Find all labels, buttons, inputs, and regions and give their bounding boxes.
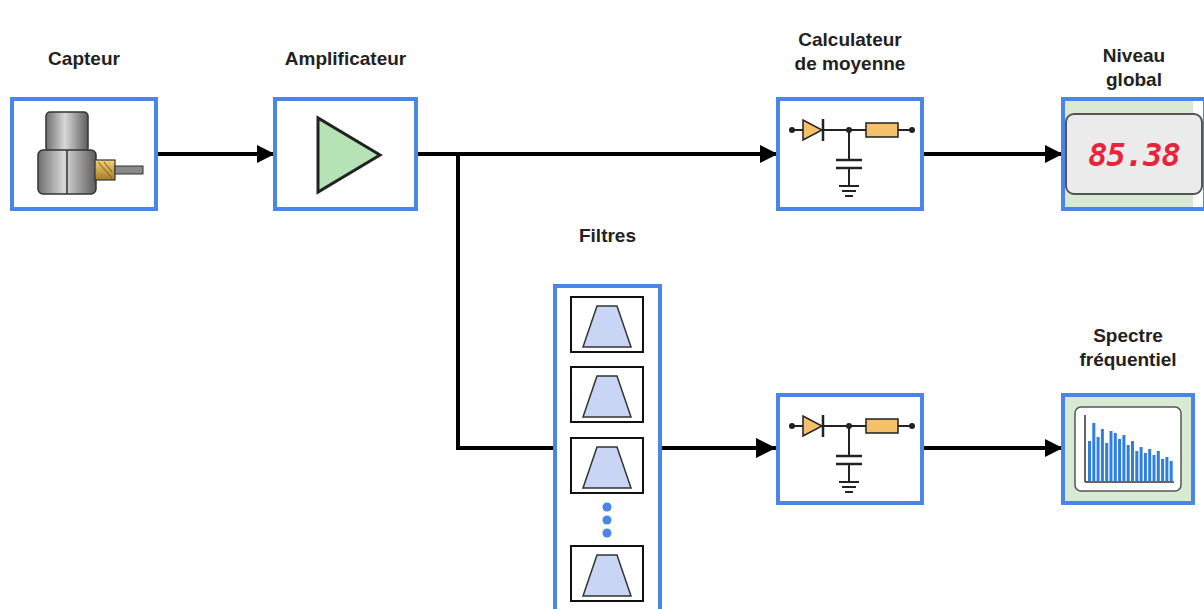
box-heading: Spectre fréquentiel bbox=[1063, 324, 1193, 372]
arrow-head bbox=[756, 438, 776, 458]
display-panel bbox=[1063, 395, 1193, 503]
filter-icon bbox=[571, 546, 643, 601]
spectrum-axis bbox=[1085, 481, 1174, 483]
spectrum-bars bbox=[1088, 423, 1173, 481]
digital-readout: 85.38 bbox=[1065, 113, 1203, 195]
box-heading: Capteur bbox=[4, 47, 164, 71]
ellipsis-dot bbox=[603, 516, 612, 525]
amplifier-symbol bbox=[318, 118, 380, 192]
box-heading: Filtres bbox=[548, 224, 668, 248]
spectrum-screen bbox=[1075, 407, 1181, 491]
process-box: Spectre fréquentiel bbox=[1061, 393, 1195, 505]
filter-icon bbox=[571, 297, 643, 352]
signal-arrow bbox=[158, 152, 273, 156]
ellipsis-dot bbox=[603, 503, 612, 512]
filter-bank-fill bbox=[555, 286, 660, 609]
filter-icon bbox=[571, 438, 643, 493]
signal-arrow bbox=[924, 152, 1061, 156]
process-box: Niveau global85.38 bbox=[1061, 97, 1204, 211]
box-heading: Niveau global bbox=[1084, 44, 1184, 92]
box-heading: Amplificateur bbox=[246, 47, 446, 71]
sensor-icon bbox=[38, 112, 143, 194]
ellipsis-dot bbox=[603, 529, 612, 538]
process-box: Filtres bbox=[553, 284, 662, 609]
box-heading: Calculateur de moyenne bbox=[785, 28, 915, 76]
spectrum-axis bbox=[1084, 415, 1086, 482]
process-box: Amplificateur bbox=[273, 97, 418, 211]
process-box: Capteur bbox=[10, 97, 158, 211]
averager-box bbox=[778, 395, 922, 503]
signal-arrow bbox=[418, 154, 553, 448]
averager-circuit bbox=[789, 119, 915, 196]
process-box: Calculateur de moyenne bbox=[776, 97, 924, 211]
filter-icon bbox=[571, 367, 643, 422]
signal-arrow bbox=[418, 152, 776, 156]
averager-circuit bbox=[789, 415, 915, 492]
